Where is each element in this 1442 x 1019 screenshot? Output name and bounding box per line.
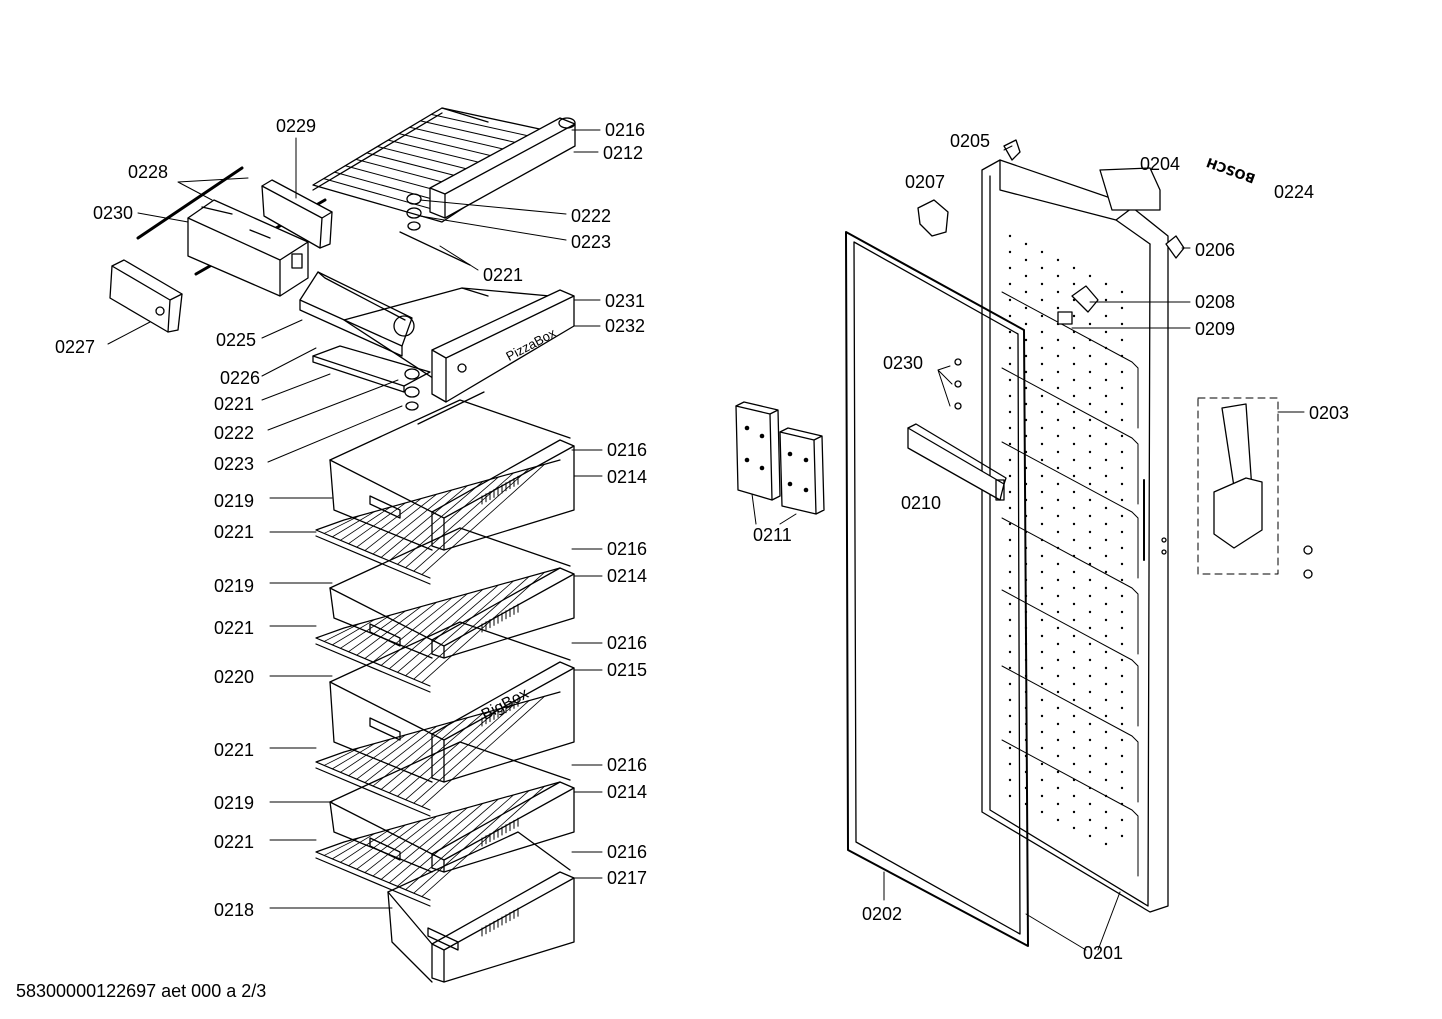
part-label-0207: 0207 — [905, 172, 946, 192]
icemaker-cover — [261, 179, 333, 249]
part-label-0216: 0216 — [607, 755, 648, 775]
part-label-0230: 0230 — [93, 203, 134, 223]
part-label-0211: 0211 — [753, 525, 792, 545]
part-label-0220: 0220 — [214, 667, 255, 687]
part-label-0226: 0226 — [220, 368, 261, 388]
part-label-0206: 0206 — [1195, 240, 1236, 260]
part-label-0216: 0216 — [607, 633, 648, 653]
part-label-0205: 0205 — [950, 131, 991, 151]
part-label-0214: 0214 — [607, 782, 648, 802]
part-label-0219: 0219 — [214, 491, 255, 511]
part-label-0230: 0230 — [883, 353, 924, 373]
part-label-0216: 0216 — [607, 539, 648, 559]
drawing-id: 58300000122697 aet 000 a 2/3 — [16, 981, 267, 1001]
small-parts-top — [917, 139, 1185, 410]
part-label-0210: 0210 — [901, 493, 942, 513]
ice-cube-tray — [299, 271, 415, 357]
cold-accumulators — [735, 401, 825, 515]
part-label-0219: 0219 — [214, 793, 255, 813]
part-label-0214: 0214 — [607, 566, 648, 586]
part-label-0221: 0221 — [214, 394, 255, 414]
part-label-0202: 0202 — [862, 904, 903, 924]
part-label-0222: 0222 — [571, 206, 612, 226]
part-label-0222: 0222 — [214, 423, 255, 443]
inner-door-liner — [981, 159, 1169, 913]
part-label-0228: 0228 — [128, 162, 169, 182]
part-label-0219: 0219 — [214, 576, 255, 596]
part-label-0204: 0204 — [1140, 154, 1181, 174]
bottom-drawer — [387, 831, 575, 983]
part-label-0225: 0225 — [216, 330, 257, 350]
part-label-0221: 0221 — [214, 832, 255, 852]
big-box-drawer — [315, 621, 575, 817]
part-label-0232: 0232 — [605, 316, 646, 336]
part-label-0221: 0221 — [214, 618, 255, 638]
part-label-0212: 0212 — [603, 143, 644, 163]
leader-lines — [107, 129, 1305, 951]
part-label-0201: 0201 — [1083, 943, 1124, 963]
part-label-0208: 0208 — [1195, 292, 1236, 312]
door-handle-bar — [907, 423, 1007, 501]
part-label-0221: 0221 — [214, 740, 255, 760]
runner-clips-top — [406, 193, 422, 231]
runner-rail-top — [399, 231, 471, 266]
ice-tray-holder — [109, 259, 183, 333]
freezer-drawer-1 — [315, 399, 575, 585]
part-label-0217: 0217 — [607, 868, 648, 888]
door-gasket — [845, 231, 1029, 947]
part-label-0223: 0223 — [214, 454, 255, 474]
part-label-0229: 0229 — [276, 116, 317, 136]
part-label-0203: 0203 — [1309, 403, 1350, 423]
part-label-0221: 0221 — [214, 522, 255, 542]
freezer-drawer-3 — [315, 741, 575, 907]
wire-rack-small — [312, 345, 431, 393]
pizza-box-front — [431, 289, 575, 403]
freezer-drawer-2 — [315, 527, 575, 693]
part-label-0216: 0216 — [607, 842, 648, 862]
part-label-0224: 0224 — [1274, 182, 1315, 202]
part-label-0223: 0223 — [571, 232, 612, 252]
part-label-0218: 0218 — [214, 900, 255, 920]
hinge-assembly — [1197, 397, 1313, 579]
part-label-0215: 0215 — [607, 660, 648, 680]
part-label-0227: 0227 — [55, 337, 96, 357]
runner-clips-mid — [404, 368, 485, 425]
part-label-0214: 0214 — [607, 467, 648, 487]
top-front-rail — [429, 117, 576, 219]
part-label-0216: 0216 — [605, 120, 646, 140]
part-label-0231: 0231 — [605, 291, 646, 311]
part-label-0221: 0221 — [483, 265, 524, 285]
part-label-0209: 0209 — [1195, 319, 1236, 339]
part-label-0216: 0216 — [607, 440, 648, 460]
